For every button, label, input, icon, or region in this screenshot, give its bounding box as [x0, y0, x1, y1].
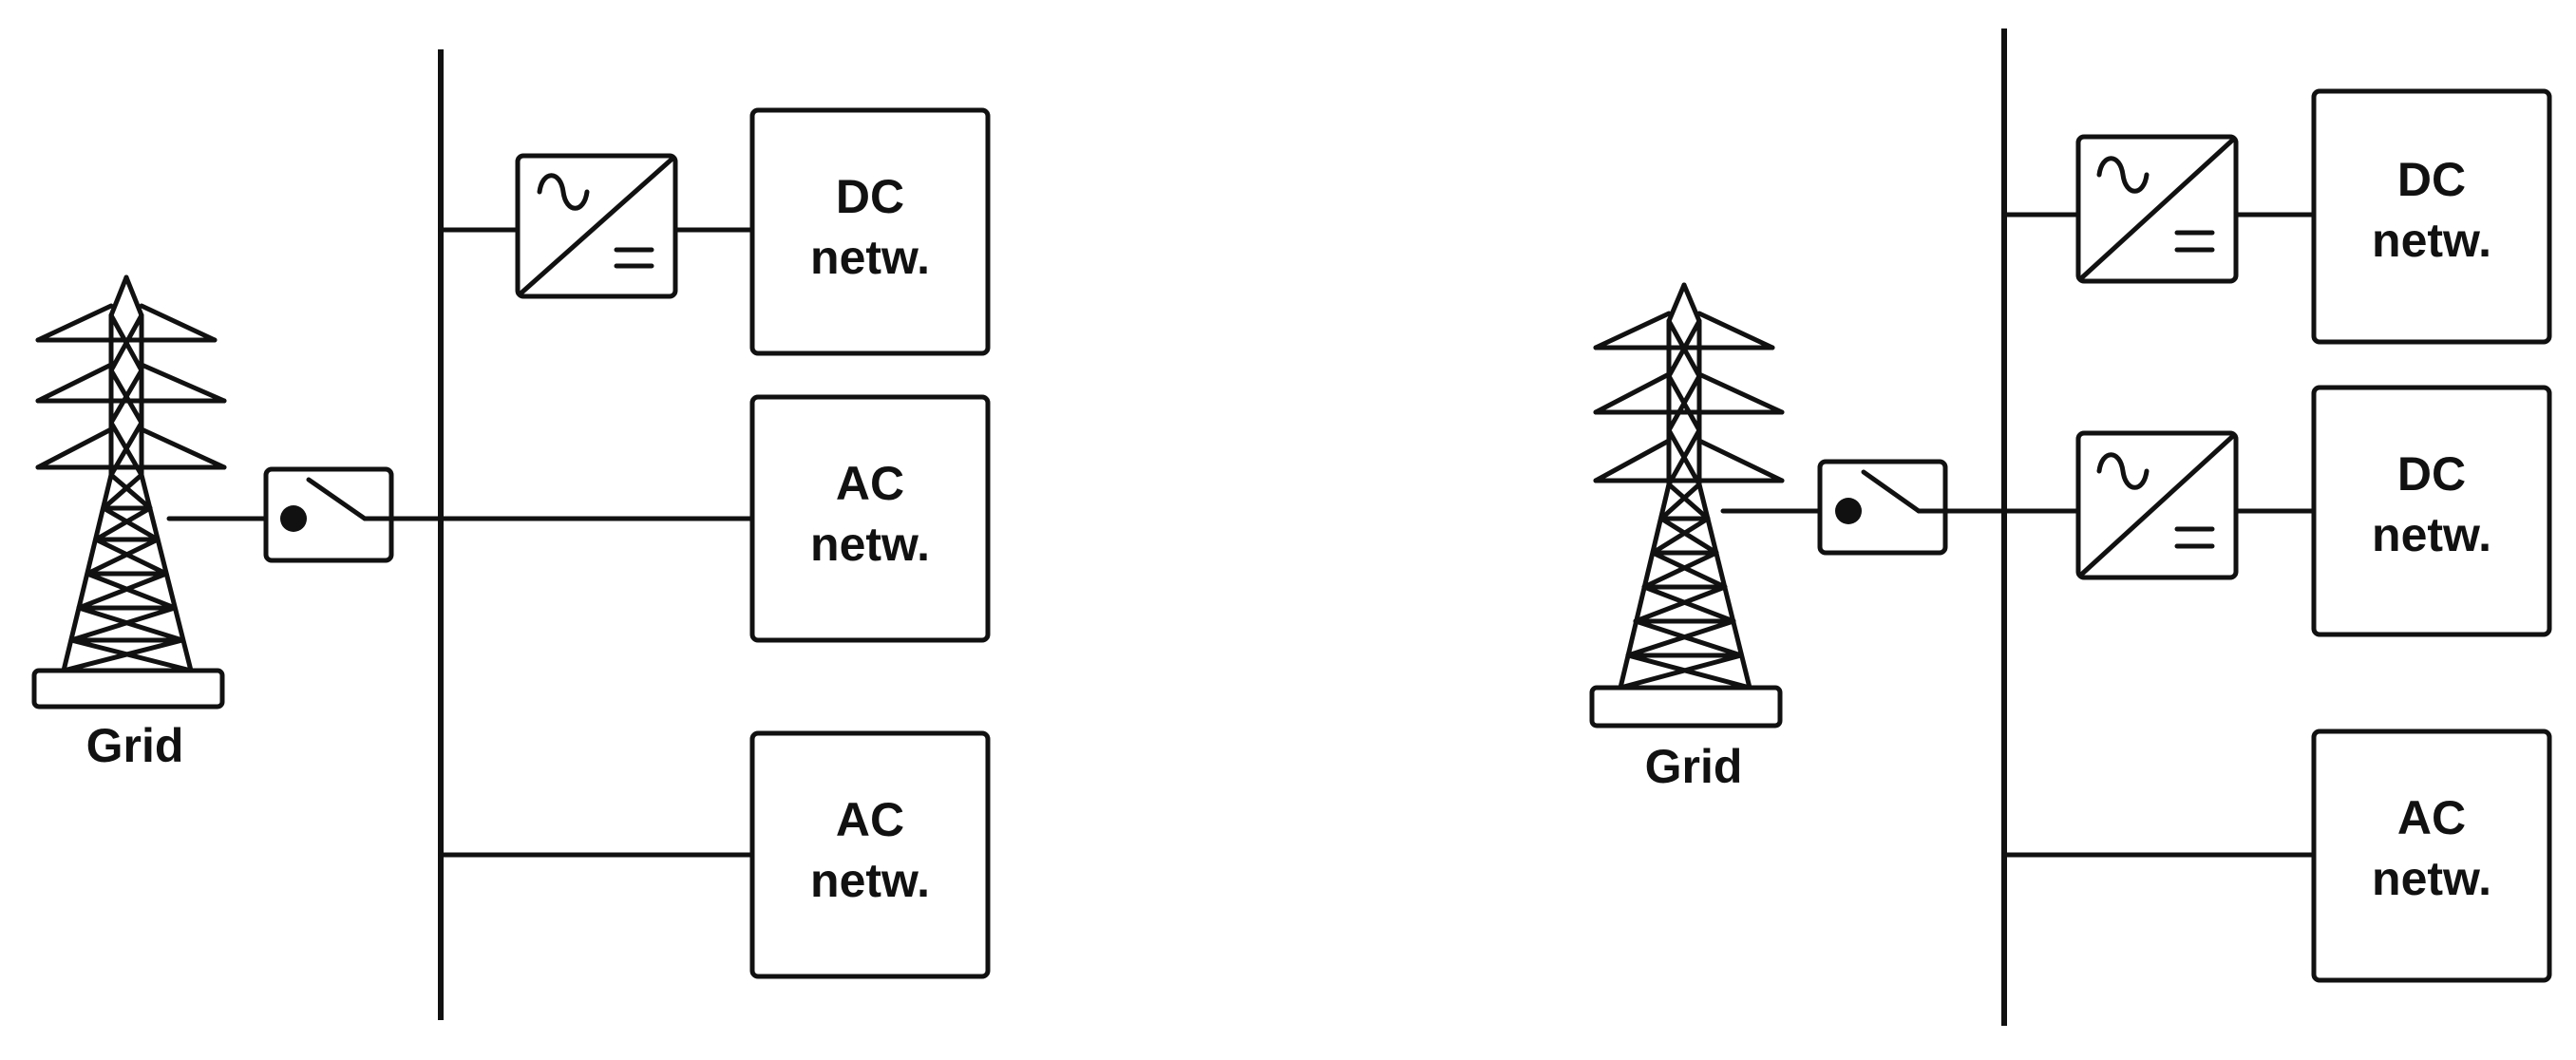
network-box[interactable]: DC netw.: [749, 107, 991, 356]
right-diagram: Grid DC netw.: [1589, 28, 2552, 1026]
network-box[interactable]: AC netw.: [749, 730, 991, 979]
network-type-label: AC: [2397, 791, 2466, 844]
transmission-tower-icon: [1589, 282, 1785, 729]
network-type-label: AC: [836, 793, 904, 846]
network-suffix-label: netw.: [810, 231, 930, 284]
network-suffix-label: netw.: [810, 518, 930, 571]
network-suffix-label: netw.: [2372, 852, 2491, 905]
grid-label: Grid: [1645, 740, 1743, 793]
circuit-breaker-icon[interactable]: [1817, 459, 1948, 556]
grid-label: Grid: [86, 719, 184, 772]
left-diagram: Grid DC netw. AC: [31, 49, 991, 1020]
network-suffix-label: netw.: [2372, 508, 2491, 561]
network-suffix-label: netw.: [810, 854, 930, 907]
transmission-tower-icon: [31, 274, 227, 710]
network-box[interactable]: DC netw.: [2311, 385, 2552, 637]
circuit-breaker-icon[interactable]: [263, 466, 394, 563]
network-type-label: DC: [2397, 447, 2466, 501]
network-suffix-label: netw.: [2372, 214, 2491, 267]
ac-dc-converter-icon: [515, 153, 678, 299]
network-box[interactable]: AC netw.: [749, 394, 991, 643]
network-box[interactable]: AC netw.: [2311, 729, 2552, 983]
ac-dc-converter-icon: [2075, 134, 2239, 284]
network-box[interactable]: DC netw.: [2311, 88, 2552, 345]
network-type-label: AC: [836, 457, 904, 510]
network-type-label: DC: [836, 170, 904, 223]
network-type-label: DC: [2397, 153, 2466, 206]
ac-dc-converter-icon: [2075, 430, 2239, 580]
